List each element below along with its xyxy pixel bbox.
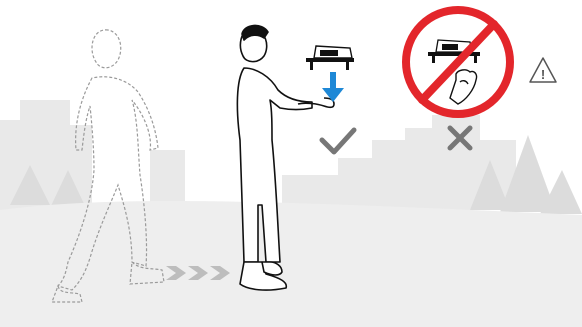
warning-mark: !: [541, 67, 545, 82]
prohibited-icon: [406, 10, 510, 114]
warning-icon: !: [530, 58, 556, 82]
drone-landing: [306, 46, 354, 70]
check-icon: [322, 130, 354, 152]
